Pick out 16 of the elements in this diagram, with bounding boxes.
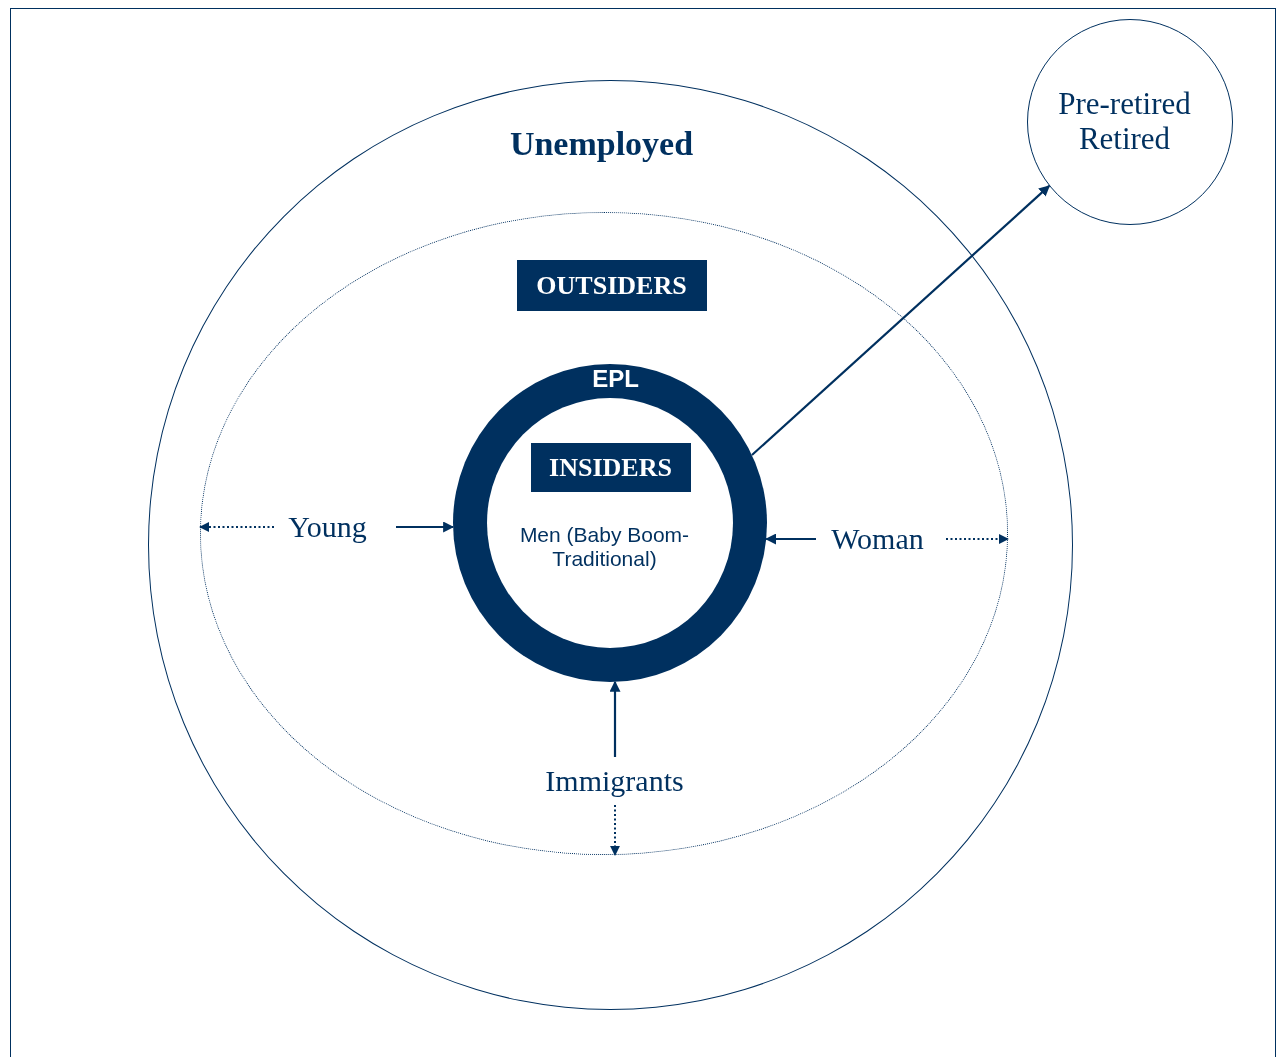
dotted-arrow [610,804,620,856]
group-label: Woman [817,516,938,561]
ring-label: EPL [591,364,640,393]
arrow [751,185,1051,456]
circle-text: Pre-retired Retired [1057,85,1192,157]
arrow [396,521,455,533]
group-label: Young [275,504,380,549]
heading-banner: INSIDERS [530,442,691,492]
arrow [765,533,816,545]
circle-title: Unemployed [508,123,695,163]
group-label: Immigrants [529,758,700,803]
dotted-arrow [199,522,275,532]
arrow [609,680,621,757]
circle-text: Men (Baby Boom-Traditional) [518,522,691,571]
dotted-arrow [945,534,1009,544]
heading-banner: OUTSIDERS [516,259,707,311]
